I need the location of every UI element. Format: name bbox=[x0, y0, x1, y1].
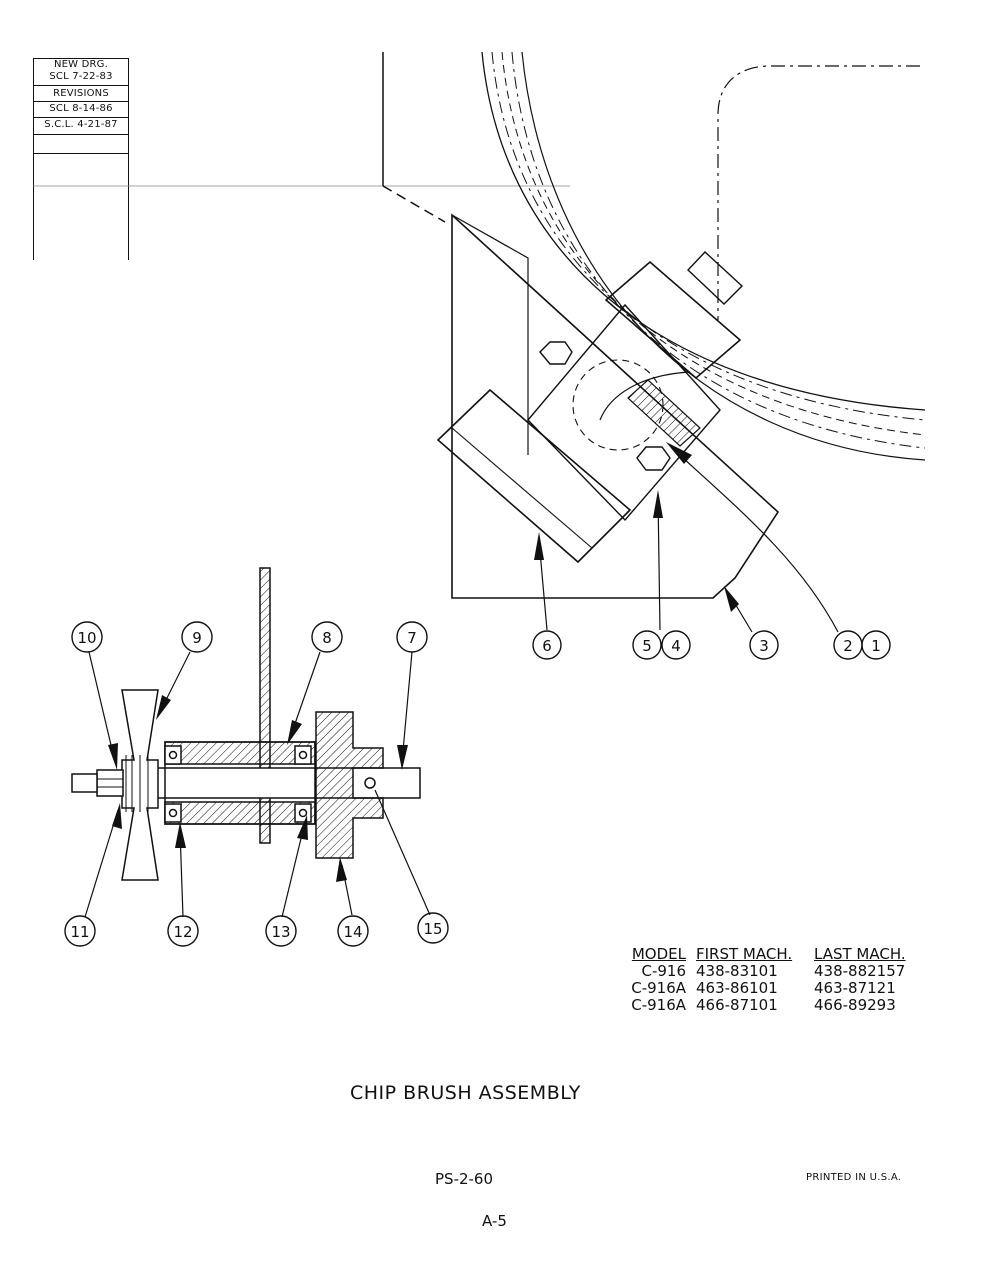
callout-10: 10 bbox=[77, 629, 96, 647]
callout-1: 1 bbox=[871, 637, 881, 655]
model-table-header: MODEL FIRST MACH. LAST MACH. bbox=[600, 946, 930, 963]
first-mach-cell: 463-86101 bbox=[696, 979, 778, 997]
callout-5: 5 bbox=[642, 637, 652, 655]
table-row: C-916A 466-87101 466-89293 bbox=[600, 997, 930, 1014]
callout-7: 7 bbox=[407, 629, 417, 647]
last-mach-cell: 463-87121 bbox=[814, 979, 896, 997]
last-mach-cell: 438-882157 bbox=[814, 962, 906, 980]
model-table: MODEL FIRST MACH. LAST MACH. C-916 438-8… bbox=[600, 946, 930, 1014]
model-cell: C-916 bbox=[641, 962, 686, 980]
callout-14: 14 bbox=[343, 923, 362, 941]
callout-3: 3 bbox=[759, 637, 769, 655]
callout-11: 11 bbox=[70, 923, 89, 941]
top-view bbox=[382, 51, 926, 599]
callout-15: 15 bbox=[423, 920, 442, 938]
new-drawing-label: NEW DRG. bbox=[53, 59, 109, 70]
last-mach-header: LAST MACH. bbox=[814, 945, 906, 963]
callout-2: 2 bbox=[843, 637, 853, 655]
first-mach-cell: 466-87101 bbox=[696, 996, 778, 1014]
model-cell: C-916A bbox=[631, 996, 686, 1014]
table-row: C-916A 463-86101 463-87121 bbox=[600, 980, 930, 997]
table-row: C-916 438-83101 438-882157 bbox=[600, 963, 930, 980]
page-number: A-5 bbox=[482, 1212, 507, 1230]
new-drawing-date: SCL 7-22-83 bbox=[49, 71, 113, 82]
drawing-title: CHIP BRUSH ASSEMBLY bbox=[350, 1082, 581, 1104]
callout-12: 12 bbox=[173, 923, 192, 941]
first-mach-cell: 438-83101 bbox=[696, 962, 778, 980]
last-mach-cell: 466-89293 bbox=[814, 996, 896, 1014]
model-cell: C-916A bbox=[631, 979, 686, 997]
model-header: MODEL bbox=[631, 945, 686, 963]
callout-8: 8 bbox=[322, 629, 332, 647]
revision-block: NEW DRG. SCL 7-22-83 REVISIONS SCL 8-14-… bbox=[33, 58, 129, 260]
first-mach-header: FIRST MACH. bbox=[696, 945, 793, 963]
revisions-label: REVISIONS bbox=[53, 88, 109, 99]
revision-1: SCL 8-14-86 bbox=[49, 103, 113, 114]
drawing-number: PS-2-60 bbox=[435, 1170, 494, 1188]
printed-note: PRINTED IN U.S.A. bbox=[806, 1172, 902, 1183]
callout-13: 13 bbox=[271, 923, 290, 941]
section-view bbox=[71, 567, 421, 881]
callout-4: 4 bbox=[671, 637, 681, 655]
callout-6: 6 bbox=[542, 637, 552, 655]
revision-2: S.C.L. 4-21-87 bbox=[44, 119, 118, 130]
callout-9: 9 bbox=[192, 629, 202, 647]
